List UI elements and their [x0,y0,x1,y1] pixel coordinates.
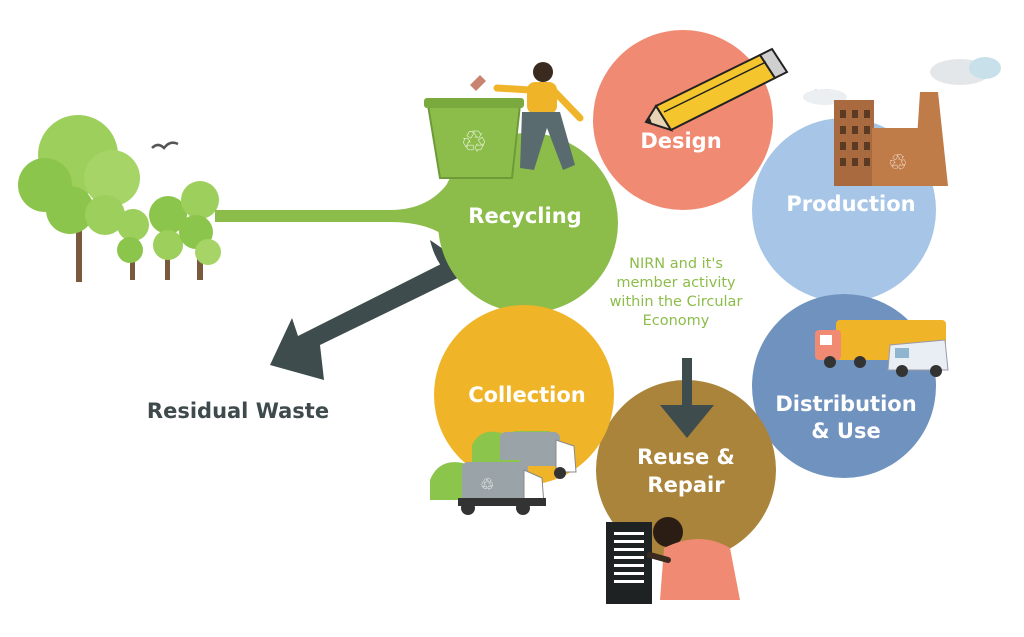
residual-waste-label: Residual Waste [147,399,329,423]
residual-waste-arrow [270,245,470,380]
recycling-label: Recycling [468,204,581,228]
reuse-label-line1: Reuse & [637,445,735,469]
down-arrow [660,358,714,438]
svg-text:Economy: Economy [643,313,710,329]
center-text: NIRN and it's member activity within the… [610,256,743,329]
factory-icon: ♲ [803,57,1001,186]
distribution-label-line2: & Use [811,419,880,443]
recycling-branch [215,180,470,240]
computer-icon [606,522,652,604]
garbage-truck-icon: ♲ [430,431,577,515]
van-icon [887,339,949,377]
svg-text:♲: ♲ [888,151,908,176]
production-label: Production [786,192,915,216]
pencil-icon [644,47,789,132]
collection-label: Collection [468,383,586,407]
svg-text:♲: ♲ [480,475,494,494]
design-label: Design [640,129,721,153]
svg-text:NIRN and it's: NIRN and it's [629,256,723,272]
svg-text:within the Circular: within the Circular [610,294,743,310]
reuse-circle [596,380,776,560]
person-icon [470,62,584,170]
recycling-bin-icon [424,98,524,179]
distribution-label-line1: Distribution [775,392,916,416]
technician-icon [647,517,740,600]
trees-icon [18,115,221,282]
bird-icon [151,141,179,150]
recycle-symbol-icon: ♲ [461,125,488,160]
reuse-label-line2: Repair [647,473,725,497]
svg-text:member activity: member activity [616,275,736,291]
